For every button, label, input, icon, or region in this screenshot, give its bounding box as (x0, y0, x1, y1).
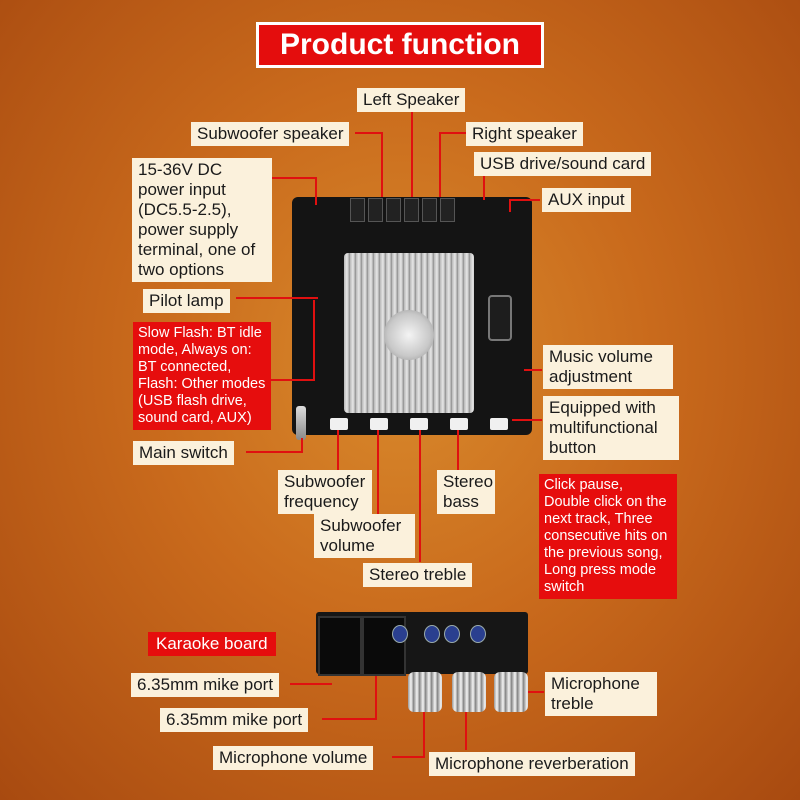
label-mike-port-2: 6.35mm mike port (160, 708, 309, 732)
connector-image (330, 418, 348, 430)
capacitor-image (470, 625, 486, 643)
main-switch-image (296, 406, 306, 440)
mike-jack-image (318, 616, 362, 676)
label-main-switch: Main switch (133, 441, 234, 465)
label-aux-input: AUX input (542, 188, 631, 212)
label-right-speaker: Right speaker (466, 122, 583, 146)
mic-treble-knob-image (494, 672, 528, 712)
label-multifunction-button: Equipped with multifunctional button (543, 396, 679, 460)
label-subwoofer-speaker: Subwoofer speaker (191, 122, 350, 146)
capacitor-image (424, 625, 440, 643)
note-flash-modes: Slow Flash: BT idle mode, Always on: BT … (133, 322, 271, 430)
label-stereo-treble: Stereo treble (363, 563, 473, 587)
mic-reverb-knob-image (452, 672, 486, 712)
label-stereo-bass: Stereo bass (437, 470, 495, 514)
label-pilot-lamp: Pilot lamp (143, 289, 230, 313)
note-button-actions: Click pause, Double click on the next tr… (539, 474, 677, 599)
speaker-terminal (368, 198, 383, 222)
label-left-speaker: Left Speaker (357, 88, 466, 112)
capacitor-image (488, 295, 512, 341)
speaker-terminal (422, 198, 437, 222)
capacitor-image (444, 625, 460, 643)
label-microphone-volume: Microphone volume (213, 746, 374, 770)
capacitor-image (392, 625, 408, 643)
connector-image (410, 418, 428, 430)
label-karaoke-board: Karaoke board (148, 632, 276, 656)
mic-volume-knob-image (408, 672, 442, 712)
label-microphone-reverberation: Microphone reverberation (429, 752, 635, 776)
speaker-terminal (350, 198, 365, 222)
label-music-volume: Music volume adjustment (543, 345, 673, 389)
label-microphone-treble: Microphone treble (545, 672, 657, 716)
page-title: Product function (256, 22, 544, 68)
label-subwoofer-volume: Subwoofer volume (314, 514, 415, 558)
label-mike-port-1: 6.35mm mike port (131, 673, 280, 697)
speaker-terminal (386, 198, 401, 222)
label-power-input: 15-36V DC power input (DC5.5-2.5), power… (132, 158, 272, 282)
speaker-terminal (404, 198, 419, 222)
label-subwoofer-frequency: Subwoofer frequency (278, 470, 372, 514)
connector-image (370, 418, 388, 430)
fan-image (384, 310, 434, 360)
speaker-terminal (440, 198, 455, 222)
connector-image (450, 418, 468, 430)
connector-image (490, 418, 508, 430)
label-usb-drive: USB drive/sound card (474, 152, 652, 176)
